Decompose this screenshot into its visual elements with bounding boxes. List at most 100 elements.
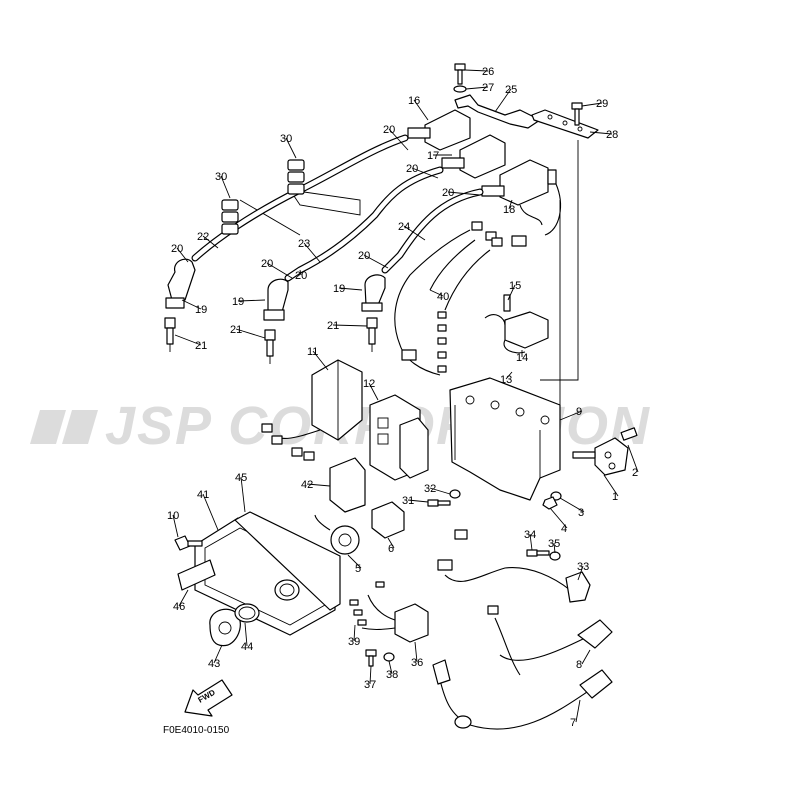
cdi-unit-11 xyxy=(261,359,363,461)
callout-number: 44 xyxy=(241,641,253,653)
callout-leader xyxy=(285,137,297,159)
callout-number: 22 xyxy=(197,231,209,243)
bolt-15 xyxy=(503,294,511,312)
callout-number: 33 xyxy=(577,561,589,573)
callout-number: 46 xyxy=(173,601,185,613)
callout-leader xyxy=(549,507,568,529)
callout-number: 19 xyxy=(333,283,345,295)
washer-27 xyxy=(453,85,467,93)
callout-number: 1 xyxy=(612,491,618,503)
callout-leader xyxy=(312,350,329,371)
sensor-36 xyxy=(361,594,429,643)
battery-lead-7 xyxy=(432,659,613,730)
callout-number: 45 xyxy=(235,472,247,484)
callout-leader xyxy=(237,299,266,302)
callout-number: 21 xyxy=(327,320,339,332)
connectors-24 xyxy=(471,221,527,247)
callout-number: 18 xyxy=(503,204,515,216)
clip-30a xyxy=(287,159,305,195)
callout-leader xyxy=(507,284,516,301)
callout-leader xyxy=(559,497,585,513)
callout-leader xyxy=(589,131,613,135)
callout-leader xyxy=(347,554,362,569)
callout-leader xyxy=(338,287,363,291)
callout-number: 2 xyxy=(632,467,638,479)
callout-number: 31 xyxy=(402,495,414,507)
callout-leader xyxy=(235,328,266,339)
callout-leader xyxy=(213,644,223,664)
washer-35 xyxy=(549,551,561,561)
callout-leader xyxy=(368,382,379,401)
callout-leader xyxy=(176,247,189,263)
o-ring-44 xyxy=(234,603,260,623)
callout-number: 29 xyxy=(596,98,608,110)
callout-leader xyxy=(388,660,393,675)
bolt-34 xyxy=(526,549,550,557)
callout-number: 35 xyxy=(548,538,560,550)
figure-code: F0E4010-0150 xyxy=(163,725,230,736)
bolt-37 xyxy=(365,649,377,667)
plug-cap-19c xyxy=(361,274,386,312)
callout-number: 4 xyxy=(561,523,567,535)
callout-number: 41 xyxy=(197,489,209,501)
callout-leader xyxy=(464,69,489,72)
sensor-33 xyxy=(565,571,591,603)
callout-number: 20 xyxy=(383,124,395,136)
callout-number: 12 xyxy=(363,378,375,390)
spark-plug-21a xyxy=(164,317,176,352)
callout-number: 5 xyxy=(355,563,361,575)
callout-leader xyxy=(553,542,556,554)
electrical-box-9 xyxy=(449,377,561,501)
spark-plug-21c xyxy=(366,317,378,352)
ignition-coil-16 xyxy=(407,109,471,151)
callout-number: 7 xyxy=(570,717,576,729)
callout-leader xyxy=(369,665,372,685)
callout-number: 37 xyxy=(364,679,376,691)
bracket-1 xyxy=(572,437,629,476)
clip-30b xyxy=(221,199,239,235)
callout-leader xyxy=(411,167,439,179)
callout-leader xyxy=(172,514,179,538)
terminals-39 xyxy=(349,581,385,626)
spark-plug-21b xyxy=(264,329,276,364)
callout-number: 16 xyxy=(408,95,420,107)
ignition-coil-18 xyxy=(481,159,562,236)
callout-number: 19 xyxy=(195,304,207,316)
callout-leader xyxy=(178,589,189,607)
bolt-26 xyxy=(454,63,466,85)
callout-number: 40 xyxy=(437,291,449,303)
callout-number: 25 xyxy=(505,84,517,96)
callout-number: 11 xyxy=(307,346,318,358)
callout-leader xyxy=(353,624,356,642)
fwd-arrow: FWD xyxy=(184,679,233,717)
callout-number: 15 xyxy=(509,280,521,292)
callout-number: 9 xyxy=(576,406,582,418)
seal-ring xyxy=(274,579,300,601)
callout-leader xyxy=(603,474,619,497)
callout-leader xyxy=(181,299,202,310)
callout-leader xyxy=(387,537,395,549)
callout-leader xyxy=(363,254,389,269)
callout-number: 20 xyxy=(171,243,183,255)
callout-leader xyxy=(627,444,639,473)
callout-leader xyxy=(413,99,429,121)
callout-number: 24 xyxy=(398,221,410,233)
callout-leader xyxy=(303,242,321,263)
callout-leader xyxy=(494,88,512,113)
callout-number: 8 xyxy=(576,659,582,671)
callout-leader xyxy=(529,533,533,551)
callout-number: 26 xyxy=(482,66,494,78)
callout-number: 43 xyxy=(208,658,220,670)
callout-leader xyxy=(505,371,513,380)
callout-leader xyxy=(581,102,603,107)
callout-leader xyxy=(577,565,584,581)
terminals-40 xyxy=(401,311,447,373)
callout-leader xyxy=(174,334,202,346)
relay-14 xyxy=(484,311,549,354)
callout-number: 13 xyxy=(500,374,512,386)
callout-leader xyxy=(332,324,368,327)
callout-number: 23 xyxy=(298,238,310,250)
callout-number: 17 xyxy=(427,150,439,162)
